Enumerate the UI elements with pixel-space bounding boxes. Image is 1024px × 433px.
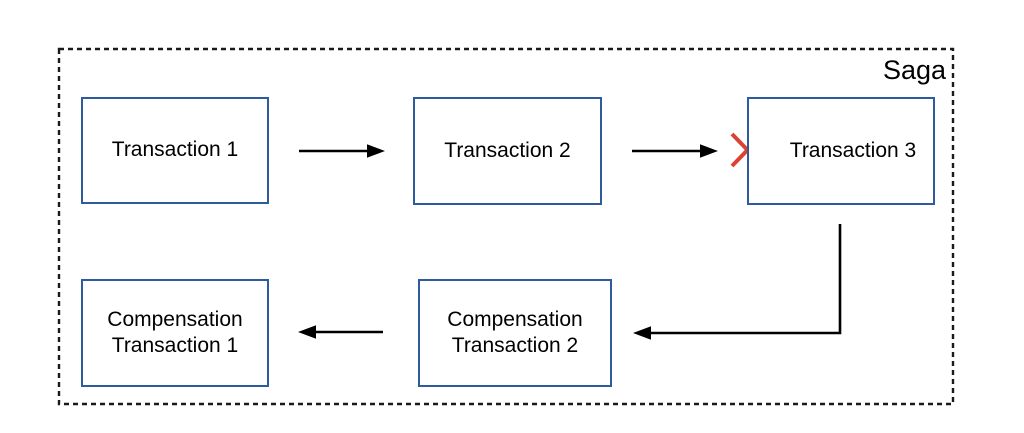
arrowhead-icon [367,144,385,158]
node-transaction-3: Transaction 3 [747,97,935,205]
saga-frame-label: Saga [882,55,946,85]
arrowhead-icon [633,326,651,340]
arrow-compensation2-to-compensation1 [298,325,383,339]
node-label-line1: Compensation [447,307,583,331]
arrow-transaction3-to-compensation2 [633,224,842,340]
node-label: Compensation Transaction 2 [447,307,582,360]
node-label: Transaction 2 [444,138,571,162]
node-label: Compensation Transaction 1 [107,307,242,360]
node-transaction-2: Transaction 2 [413,97,602,205]
node-compensation-transaction-1: Compensation Transaction 1 [81,279,269,387]
node-compensation-transaction-2: Compensation Transaction 2 [418,279,612,387]
node-transaction-1: Transaction 1 [81,97,269,204]
arrowhead-icon [700,144,718,158]
saga-boundary-frame [57,47,955,406]
node-label: Transaction 3 [789,138,917,162]
node-label-line2: Transaction 2 [451,334,579,357]
node-label: Transaction 1 [111,138,239,162]
node-label-line1: Compensation [107,307,243,331]
arrow-transaction1-to-transaction2 [299,144,385,158]
arrow-transaction2-to-transaction3 [632,144,718,158]
node-label-line2: Transaction 1 [111,334,239,357]
arrowhead-icon [298,325,316,339]
